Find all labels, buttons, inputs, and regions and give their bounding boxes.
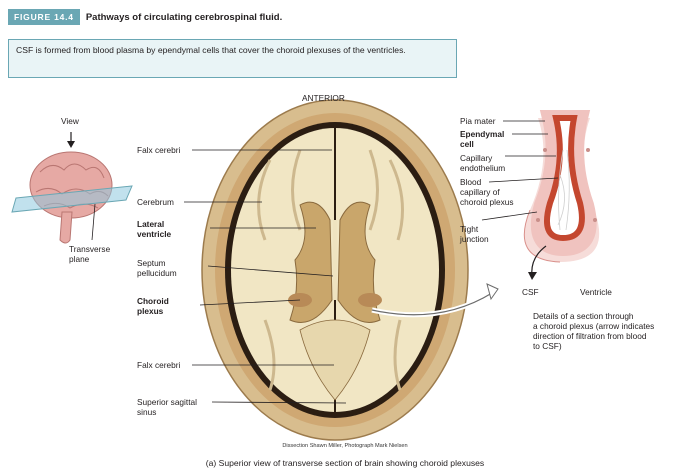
detail-callout-arrow [371, 283, 499, 318]
tight-junction-label: Tight junction [460, 224, 489, 244]
figure-number-badge: FIGURE 14.4 [8, 9, 80, 25]
cerebrum-label: Cerebrum [137, 197, 174, 207]
anterior-label: ANTERIOR [302, 93, 345, 103]
orientation-brain-icon [11, 132, 133, 244]
superior-sagittal-sinus-label: Superior sagittal sinus [137, 397, 197, 417]
summary-box: CSF is formed from blood plasma by epend… [8, 39, 457, 78]
ventricle-label: Ventricle [580, 287, 612, 297]
falx-cerebri-top-label: Falx cerebri [137, 145, 181, 155]
septum-pellucidum-label: Septum pellucidum [137, 258, 177, 278]
capillary-endothelium-label: Capillary endothelium [460, 153, 506, 173]
figure-header: FIGURE 14.4 Pathways of circulating cere… [8, 6, 282, 28]
choroid-plexus-label: Choroid plexus [137, 296, 169, 316]
choroid-plexus-detail [523, 110, 600, 280]
falx-cerebri-bottom-label: Falx cerebri [137, 360, 181, 370]
transverse-plane-label: Transverse plane [69, 244, 111, 264]
photo-credit: Dissection Shawn Miller, Photograph Mark… [282, 443, 408, 449]
detail-caption: Details of a section through a choroid p… [533, 311, 655, 351]
lateral-ventricle-label: Lateral ventricle [137, 219, 172, 239]
csf-label: CSF [522, 287, 539, 297]
figure-caption: (a) Superior view of transverse section … [205, 458, 485, 468]
brain-label-leaders [184, 149, 347, 404]
figure-title: Pathways of circulating cerebrospinal fl… [85, 11, 283, 23]
detail-label-leaders [481, 120, 559, 221]
pia-mater-label: Pia mater [460, 116, 496, 126]
ependymal-cell-label: Ependymal cell [460, 129, 505, 149]
view-label: View [61, 116, 79, 126]
blood-capillary-label: Blood capillary of choroid plexus [460, 177, 514, 207]
brain-section-image [201, 99, 469, 441]
